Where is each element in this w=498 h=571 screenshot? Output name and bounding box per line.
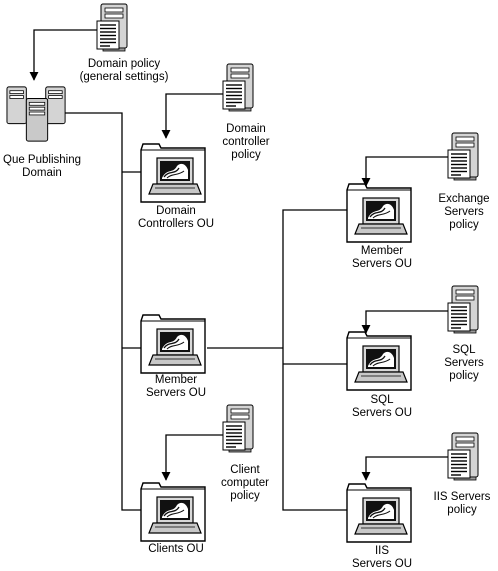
iis-ou-folder-icon: [346, 483, 412, 543]
dc-policy-label: Domain controller policy: [222, 123, 270, 161]
member-ou-label: Member Servers OU: [145, 374, 207, 399]
domain-policy-label: Domain policy (general settings): [79, 58, 169, 83]
client-policy-arrow: [161, 434, 230, 481]
dc-policy-icon: [222, 63, 254, 112]
clients-ou-label: Clients OU: [148, 543, 204, 555]
domain-policy-arrow: [29, 29, 100, 81]
sql-ou-label: SQL Servers OU: [351, 394, 413, 419]
client-policy-label: Client computer policy: [221, 464, 269, 502]
clients-ou-folder-icon: [140, 482, 206, 542]
sql-ou-folder-icon: [346, 331, 412, 391]
dc-ou-label: Domain Controllers OU: [137, 205, 215, 230]
sql-policy-icon: [447, 285, 479, 334]
sql-policy-arrow: [361, 310, 452, 334]
domain-label: Que Publishing Domain: [3, 154, 81, 179]
iis-policy-icon: [447, 432, 479, 481]
iis-policy-arrow: [361, 456, 452, 481]
dc-ou-folder-icon: [140, 143, 206, 203]
exchange-policy-icon: [447, 132, 479, 181]
iis-ou-label: IIS Servers OU: [351, 545, 413, 570]
member-ou-folder-icon: [140, 314, 206, 374]
member-ou-right-folder-icon: [346, 183, 412, 243]
connector-lines: [60, 112, 348, 511]
domain-policy-icon: [96, 3, 128, 52]
client-policy-icon: [222, 404, 254, 453]
exchange-policy-arrow: [361, 156, 452, 187]
iis-policy-label: IIS Servers policy: [433, 491, 491, 516]
member-ou-right-label: Member Servers OU: [351, 245, 413, 270]
domain-server-cluster-icon: [6, 86, 66, 142]
exchange-policy-label: Exchange Servers policy: [438, 193, 490, 231]
dc-policy-arrow: [161, 93, 228, 139]
sql-policy-label: SQL Servers policy: [444, 344, 484, 382]
